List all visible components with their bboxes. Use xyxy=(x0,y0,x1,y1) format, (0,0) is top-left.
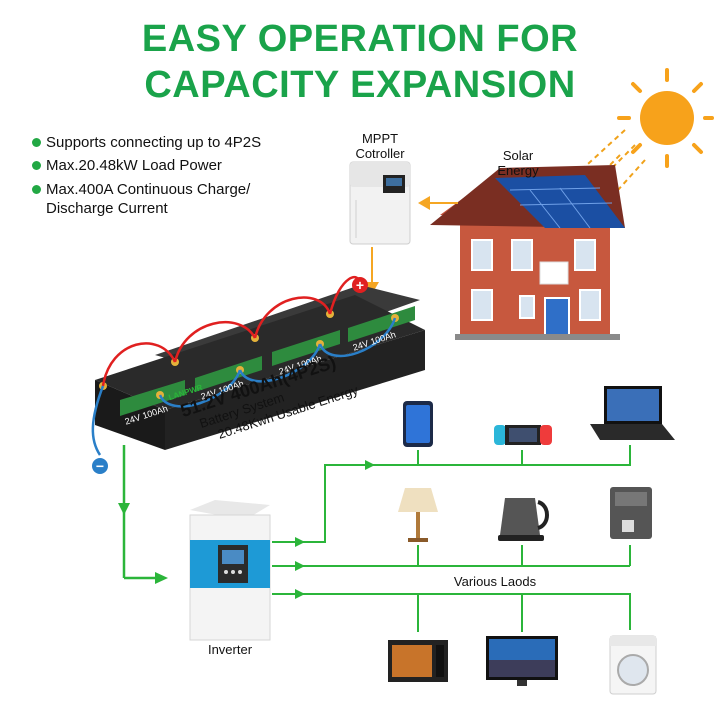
feature-item: Max.400A Continuous Charge/ Discharge Cu… xyxy=(32,180,251,218)
right-arrow-icon xyxy=(155,572,168,584)
battery-to-inverter-line xyxy=(122,445,155,580)
various-loads-label: Various Laods xyxy=(430,574,560,589)
bullet-dot-icon xyxy=(32,185,41,194)
solar-label-line: Energy xyxy=(497,163,539,178)
feature-text: Max.20.48kW Load Power xyxy=(46,157,222,174)
sun-icon xyxy=(617,68,714,168)
electric-kettle-icon xyxy=(498,498,549,541)
battery-bank-icon xyxy=(91,275,425,456)
down-arrow-icon xyxy=(118,503,130,515)
house-icon xyxy=(430,165,625,340)
feature-text: Discharge Current xyxy=(46,200,168,217)
positive-terminal-icon xyxy=(352,277,368,293)
solar-label-line: Solar xyxy=(502,148,534,163)
microwave-icon xyxy=(388,640,448,682)
bullet-dot-icon xyxy=(32,161,41,170)
feature-item: Supports connecting up to 4P2S xyxy=(32,133,262,152)
inverter-icon xyxy=(189,500,271,641)
right-arrow-icon xyxy=(365,460,375,470)
game-console-icon xyxy=(494,425,552,445)
washing-machine-icon xyxy=(609,635,657,695)
negative-terminal-icon xyxy=(92,458,108,474)
mppt-label-line: MPPT xyxy=(361,131,399,146)
laptop-icon xyxy=(590,386,675,440)
mppt-label-line: Cotroller xyxy=(355,146,405,161)
plus-sign: + xyxy=(355,277,365,293)
feature-text: Max.400A Continuous Charge/ xyxy=(46,181,251,198)
mppt-controller-icon xyxy=(349,161,411,245)
title-line-1: EASY OPERATION FOR xyxy=(141,18,579,60)
minus-sign: − xyxy=(95,458,105,474)
mppt-controller-label: MPPT Cotroller xyxy=(345,131,415,161)
right-arrow-icon xyxy=(295,537,305,547)
television-icon xyxy=(486,636,558,686)
coffee-machine-icon xyxy=(610,487,652,539)
inverter-label: Inverter xyxy=(207,642,253,657)
title-line-2: CAPACITY EXPANSION xyxy=(144,64,576,106)
solar-energy-label: Solar Energy xyxy=(488,148,548,178)
feature-item: Max.20.48kW Load Power xyxy=(32,156,222,175)
load-distribution-lines xyxy=(272,445,631,632)
feature-text: Supports connecting up to 4P2S xyxy=(46,134,262,151)
right-arrow-icon xyxy=(295,589,305,599)
smartphone-icon xyxy=(403,401,433,447)
lamp-icon xyxy=(398,488,438,542)
bullet-dot-icon xyxy=(32,138,41,147)
right-arrow-icon xyxy=(295,561,305,571)
solar-to-mppt-arrow xyxy=(418,196,458,210)
